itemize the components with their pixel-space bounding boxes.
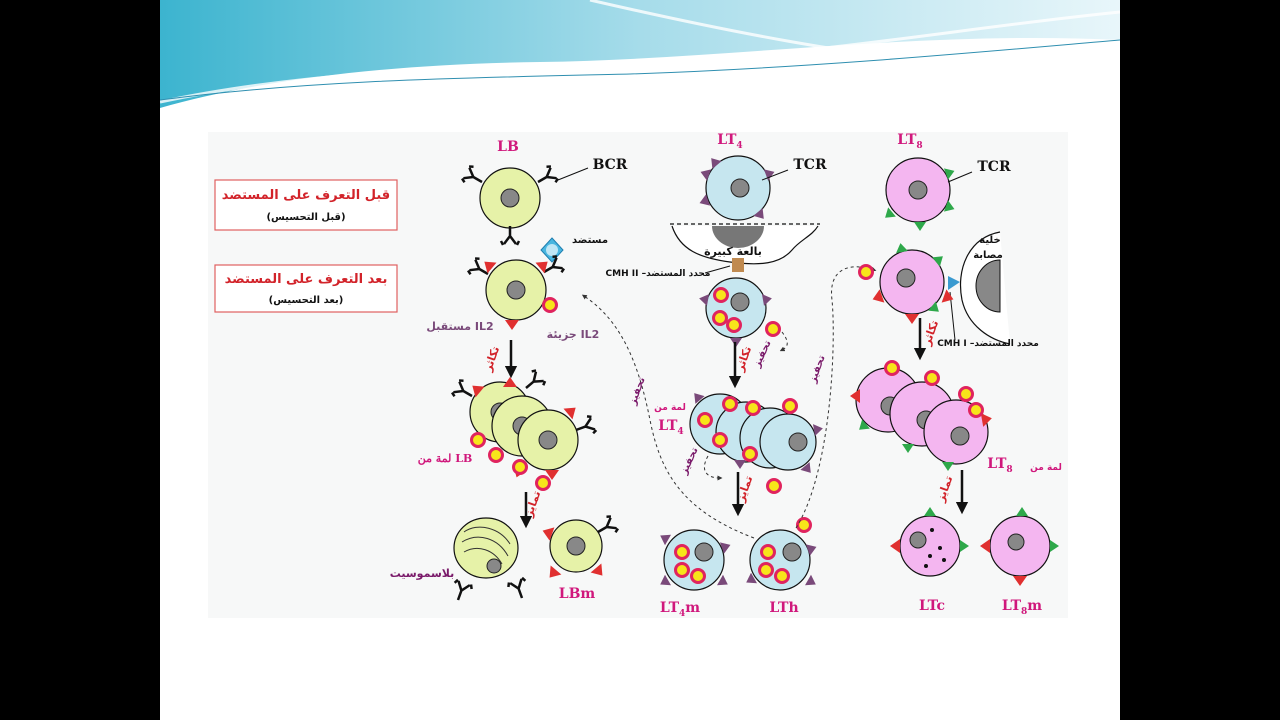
t8-cell-naive bbox=[881, 157, 957, 231]
t8-column: LT8 TCR خلية مصابة CMH I –محدد المستضد bbox=[850, 132, 1062, 617]
bcr-label: BCR bbox=[593, 157, 628, 173]
infected-cell bbox=[948, 231, 1011, 345]
t8-cell-clone bbox=[850, 360, 994, 471]
legend-after-subtitle: (بعد التحسيس) bbox=[269, 295, 344, 306]
cmh1-label: CMH I –محدد المستضد bbox=[937, 339, 1039, 349]
helper-t-cell bbox=[743, 517, 819, 591]
antigen-icon bbox=[540, 237, 564, 263]
immune-response-diagram: قبل التعرف على المستضد (قبل التحسيس) بعد… bbox=[160, 0, 1120, 619]
plasmocyte-label: بلاسموسيت bbox=[390, 567, 455, 580]
b-cell-clone bbox=[449, 367, 599, 491]
lt4-label: LT4 bbox=[717, 132, 742, 151]
legend-before-subtitle: (قبل التحسيس) bbox=[266, 212, 345, 223]
t8-clone-label: LT8 bbox=[987, 456, 1012, 475]
t8-clone-prefix: لمة من bbox=[1030, 463, 1062, 473]
macrophage-label: بالعة كبيرة bbox=[704, 245, 762, 258]
t4-clone-label: LT4 bbox=[658, 418, 683, 437]
macrophage-cell bbox=[670, 223, 820, 272]
legend-before-title: قبل التعرف على المستضد bbox=[222, 188, 390, 203]
b-clone-label: لمة من LB bbox=[418, 452, 473, 465]
lb-label: LB bbox=[497, 139, 519, 155]
cmh2-label: CMH II –محدد المستضد bbox=[606, 269, 711, 279]
il2-receptor-label: مستقبل IL2 bbox=[426, 320, 493, 333]
b-cell-naive bbox=[459, 163, 561, 247]
memory-t4-cell bbox=[657, 529, 733, 591]
ltc-label: LTc bbox=[919, 598, 945, 614]
header-wave bbox=[160, 0, 1120, 108]
legend-after-title: بعد التعرف على المستضد bbox=[225, 272, 388, 287]
slide: قبل التعرف على المستضد (قبل التحسيس) بعد… bbox=[160, 0, 1120, 720]
lth-label: LTh bbox=[769, 600, 798, 616]
lt4m-label: LT4m bbox=[660, 600, 700, 619]
t4-clone-prefix: لمة من bbox=[654, 403, 686, 413]
memory-b-cell bbox=[540, 513, 621, 583]
legend-after-box: بعد التعرف على المستضد (بعد التحسيس) bbox=[214, 264, 398, 313]
antigen-label: مستضد bbox=[572, 235, 608, 246]
il2-molecule-label: جزيئة IL2 bbox=[547, 328, 600, 341]
stimulation-path-to-t8 bbox=[795, 266, 877, 529]
b-column: LB BCR مستضد مستقبل IL2 جز bbox=[390, 139, 628, 605]
t4-cell-activated bbox=[698, 277, 781, 347]
infected-cell-label-1: خلية bbox=[979, 235, 1000, 246]
t4-cell-naive bbox=[697, 154, 777, 223]
t8-tcr-label: TCR bbox=[977, 159, 1011, 175]
t4-tcr-label: TCR bbox=[793, 157, 827, 173]
plasmocyte-cell bbox=[448, 517, 532, 605]
lt8-label: LT8 bbox=[897, 132, 922, 151]
memory-t8-cell bbox=[980, 507, 1059, 586]
lbm-label: LBm bbox=[559, 586, 596, 602]
cytotoxic-t-cell bbox=[890, 507, 969, 577]
infected-cell-label-2: مصابة bbox=[973, 250, 1003, 261]
b-cell-activated bbox=[465, 253, 567, 330]
legend-before-box: قبل التعرف على المستضد (قبل التحسيس) bbox=[214, 179, 398, 231]
t8-cell-activated bbox=[858, 242, 956, 324]
t4-cell-clone bbox=[689, 389, 824, 494]
lt8m-label: LT8m bbox=[1002, 598, 1042, 617]
